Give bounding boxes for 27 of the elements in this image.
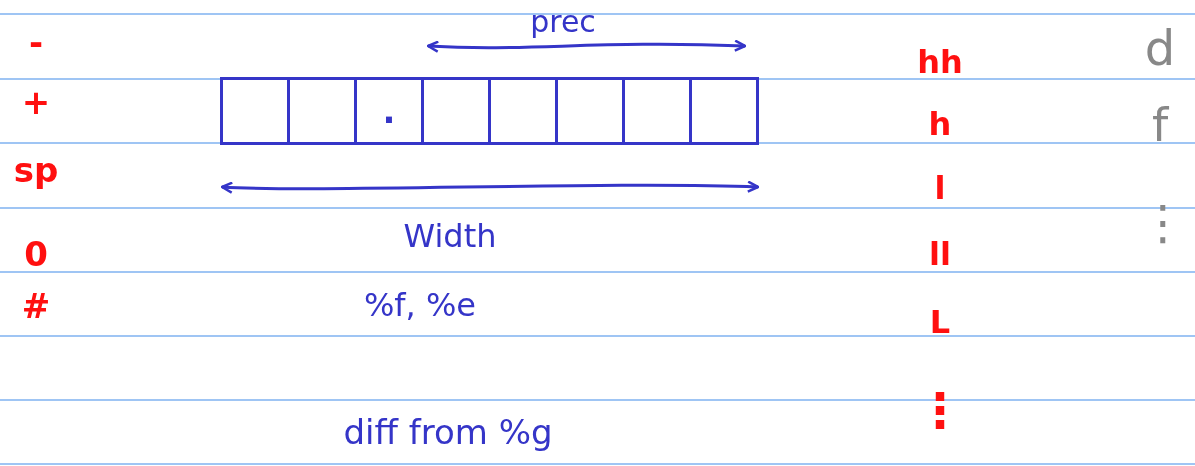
width-label: Width	[403, 220, 497, 252]
empty-cell	[689, 77, 759, 145]
decimal-point: .	[382, 94, 396, 128]
specifier-label: d	[1144, 24, 1176, 72]
specifier-label: f	[1151, 102, 1169, 148]
modifier-label: L	[929, 306, 951, 338]
flag-label: 0	[24, 237, 48, 271]
empty-cell	[622, 77, 692, 145]
format-note: %f, %e	[363, 289, 477, 321]
precision-label: prec	[530, 7, 596, 37]
empty-cell	[287, 77, 357, 145]
flag-label: +	[21, 85, 51, 119]
flag-label: -	[28, 25, 44, 59]
modifier-label: l	[934, 172, 946, 204]
ellipsis-label: ⋮	[916, 386, 964, 434]
modifier-label: hh	[917, 46, 963, 78]
empty-cell	[220, 77, 290, 145]
format-note: diff from %g	[343, 415, 553, 449]
empty-cell	[488, 77, 558, 145]
ellipsis-label: ⋮	[1139, 198, 1187, 246]
digit-cell	[354, 77, 424, 145]
empty-cell	[421, 77, 491, 145]
flag-label: sp	[13, 153, 59, 187]
modifier-label: ll	[929, 238, 951, 270]
flag-label: #	[21, 289, 51, 323]
empty-cell	[555, 77, 625, 145]
modifier-label: h	[928, 108, 952, 140]
